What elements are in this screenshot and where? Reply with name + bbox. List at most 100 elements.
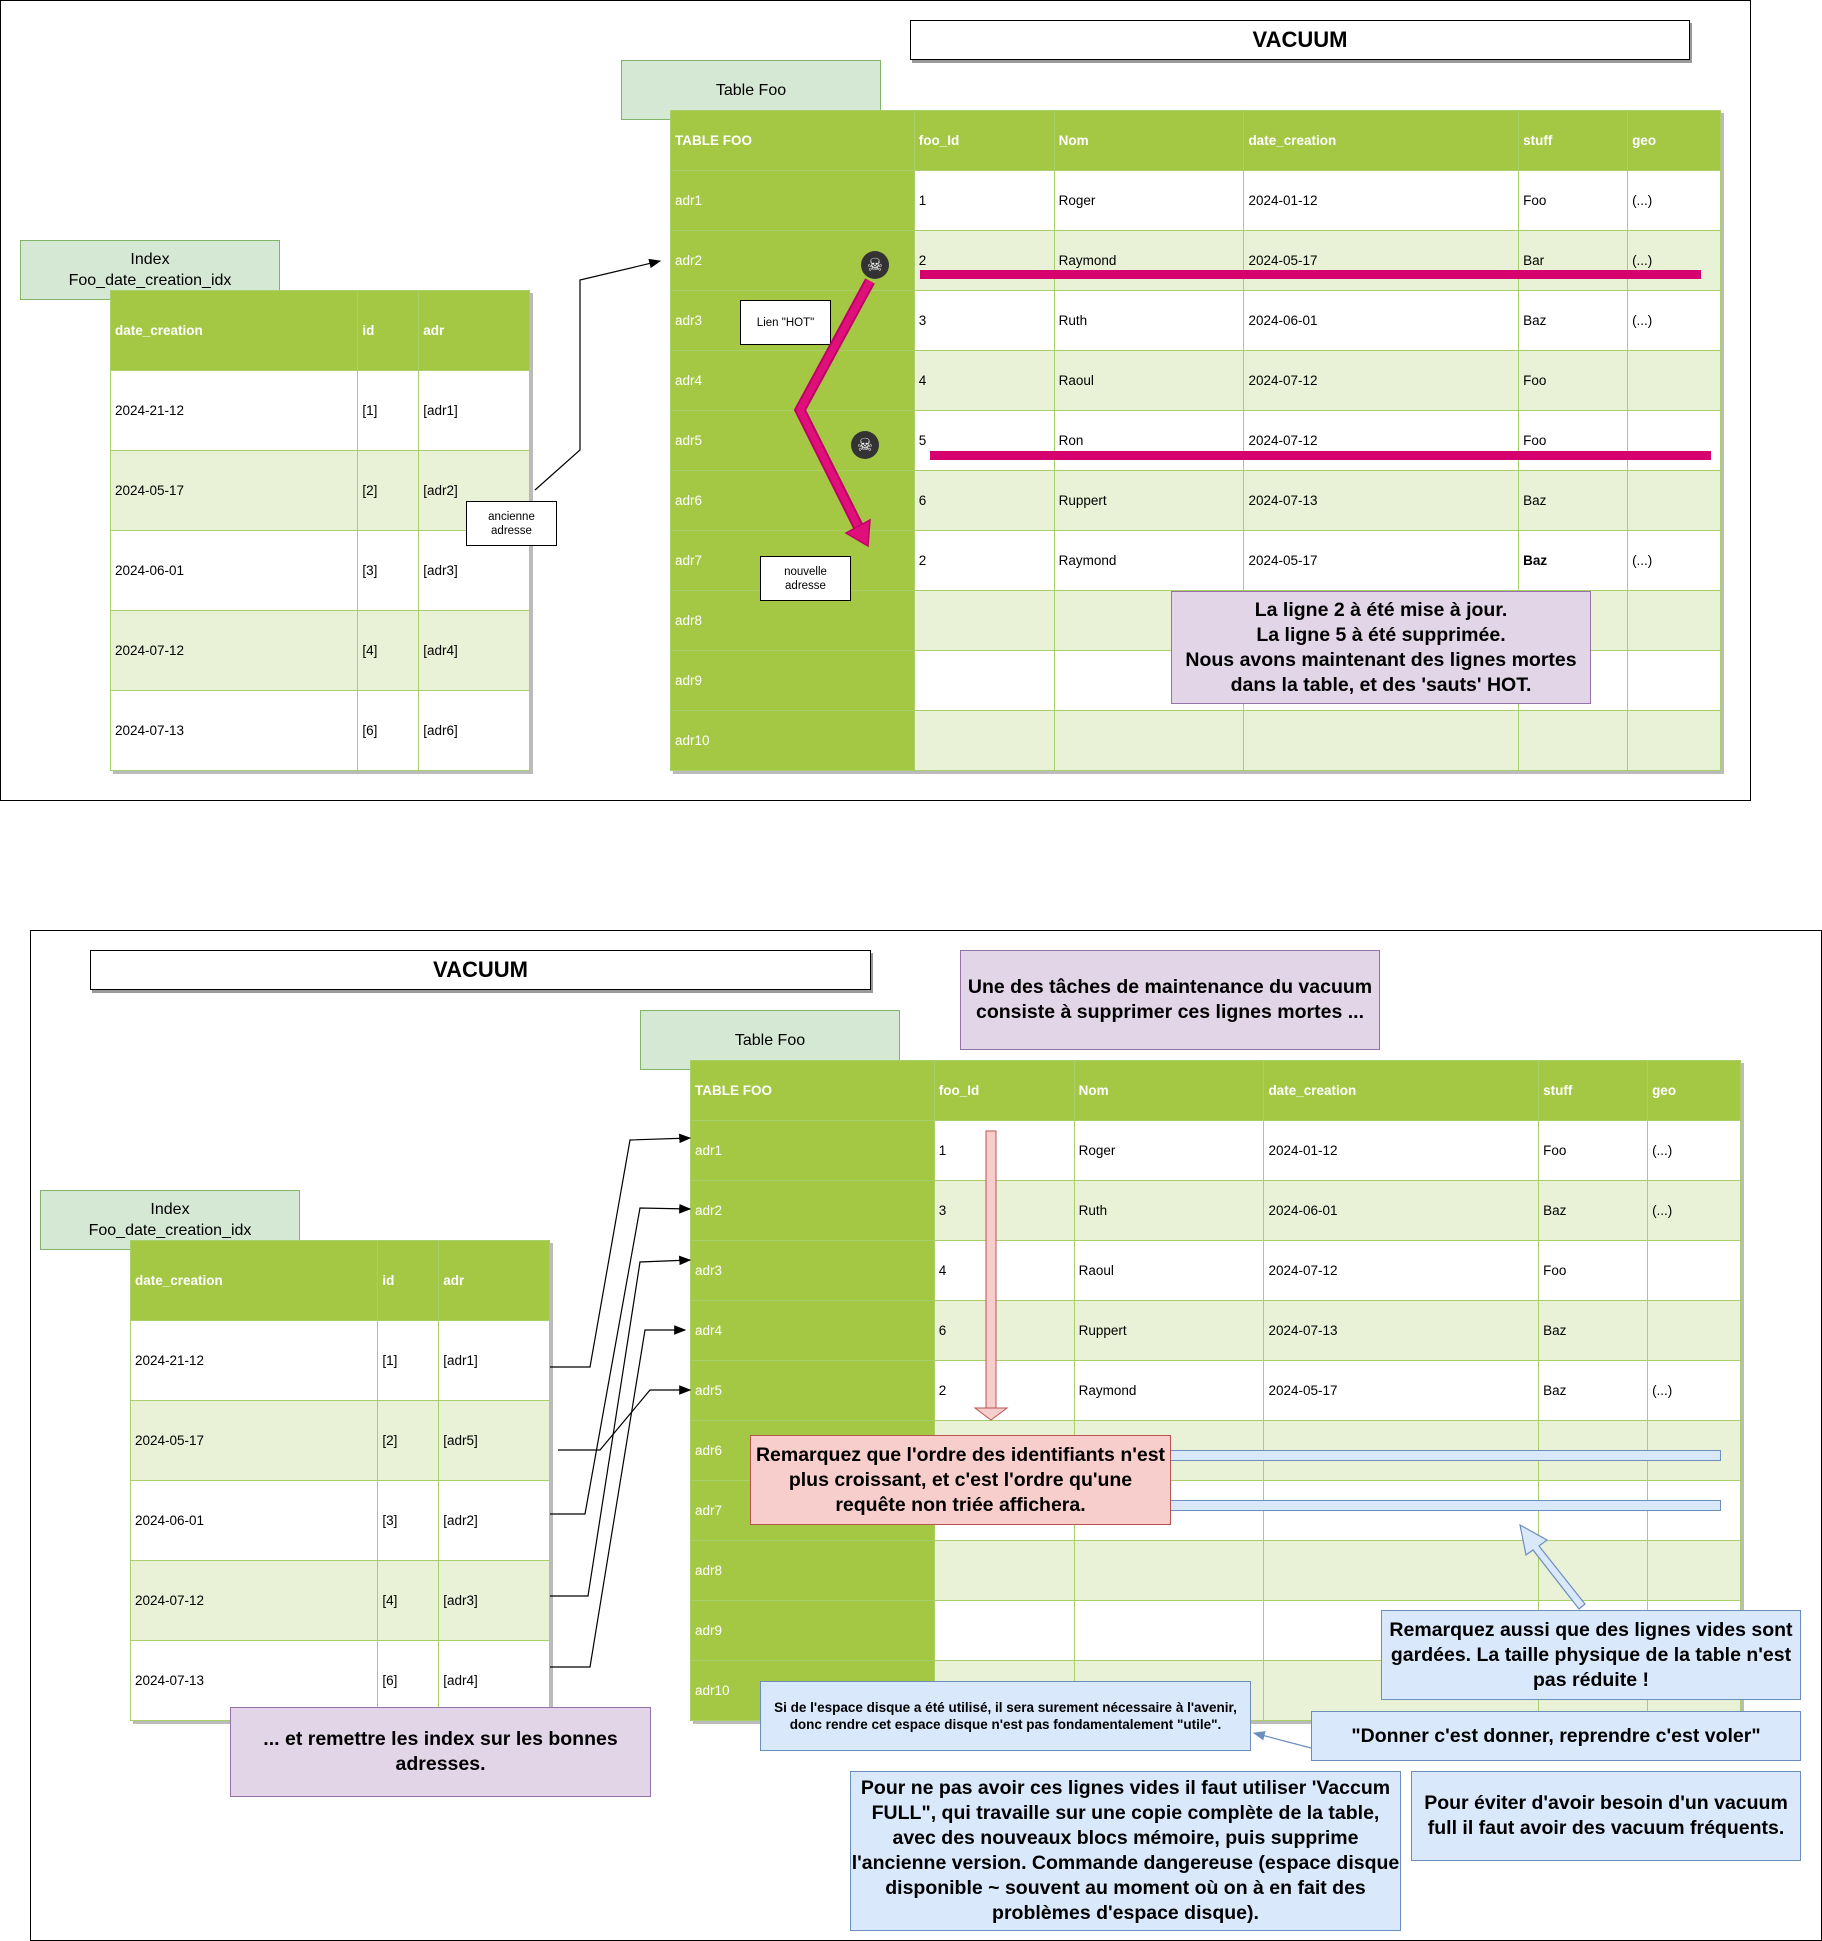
table-cell: [adr1] [438, 1320, 550, 1401]
column-header: foo_Id [913, 110, 1055, 171]
table-cell: [adr6] [418, 690, 530, 771]
table-cell: [6] [357, 690, 420, 771]
table-cell [1073, 1600, 1265, 1661]
bottom-index-arrow-4 [550, 1255, 692, 1597]
skull-icon: ☠ [861, 251, 889, 279]
table-cell [1647, 1300, 1741, 1361]
table-cell: 3 [913, 290, 1055, 351]
table-cell [933, 1540, 1075, 1601]
table-cell: [2] [377, 1400, 440, 1481]
table-cell: 2024-06-01 [109, 530, 359, 611]
table-cell [913, 590, 1055, 651]
column-header: date_creation [109, 290, 359, 371]
table-cell: adr5 [670, 410, 915, 471]
table-row: 2024-07-13[6][adr6] [109, 690, 530, 771]
table-cell: adr9 [690, 1600, 935, 1661]
column-header: date_creation [129, 1240, 379, 1321]
table-row: 2024-07-12[4][adr3] [129, 1560, 550, 1641]
table-cell: 2024-05-17 [109, 450, 359, 531]
table-cell: Roger [1053, 170, 1245, 231]
table-cell: (...) [1647, 1180, 1741, 1241]
table-cell: adr8 [690, 1540, 935, 1601]
order-note: Remarquez que l'ordre des identifiants n… [750, 1435, 1171, 1525]
empty-rows-note: Remarquez aussi que des lignes vides son… [1381, 1610, 1801, 1700]
maintenance-note: Une des tâches de maintenance du vacuum … [960, 950, 1380, 1050]
table-cell [1263, 1540, 1540, 1601]
deleted-row-strike-adr5 [930, 451, 1711, 460]
table-row: 2024-06-01[3][adr2] [129, 1480, 550, 1561]
table-cell: 2024-21-12 [129, 1320, 379, 1401]
table-cell [1073, 1540, 1265, 1601]
table-cell: [3] [357, 530, 420, 611]
table-cell [1053, 710, 1245, 771]
table-cell: Ruppert [1073, 1300, 1265, 1361]
table-cell: [4] [377, 1560, 440, 1641]
bottom-index-arrow-3 [550, 1203, 692, 1515]
table-cell: (...) [1627, 530, 1721, 591]
table-row: 2024-07-12[4][adr4] [109, 610, 530, 691]
table-cell: Raoul [1073, 1240, 1265, 1301]
table-cell: Bar [1518, 230, 1629, 291]
table-cell: adr5 [690, 1360, 935, 1421]
column-header: geo [1647, 1060, 1741, 1121]
table-cell: Ruth [1053, 290, 1245, 351]
table-cell: 4 [913, 350, 1055, 411]
table-cell: [adr3] [438, 1560, 550, 1641]
column-header: geo [1627, 110, 1721, 171]
bottom-index-arrow-2 [558, 1385, 692, 1451]
table-cell: adr9 [670, 650, 915, 711]
top-index-label-line2: Foo_date_creation_idx [68, 272, 232, 289]
table-cell [1647, 1240, 1741, 1301]
table-cell: (...) [1647, 1360, 1741, 1421]
deleted-row-strike-adr2 [920, 270, 1701, 279]
disk-space-note: Si de l'espace disque a été utilisé, il … [760, 1681, 1251, 1751]
table-cell: adr4 [690, 1300, 935, 1361]
table-cell: Baz [1518, 470, 1629, 531]
column-header: TABLE FOO [690, 1060, 935, 1121]
table-cell [933, 1600, 1075, 1661]
column-header: date_creation [1243, 110, 1520, 171]
table-cell [913, 710, 1055, 771]
table-cell: adr10 [670, 710, 915, 771]
table-cell: Baz [1538, 1360, 1649, 1421]
table-cell: 2024-05-17 [1243, 530, 1520, 591]
table-cell: [2] [357, 450, 420, 531]
table-cell: 2024-05-17 [129, 1400, 379, 1481]
table-cell [1243, 710, 1520, 771]
table-row: 2024-21-12[1][adr1] [129, 1320, 550, 1401]
table-cell: 2024-06-01 [1263, 1180, 1540, 1241]
table-cell [1627, 590, 1721, 651]
table-row: adr8 [690, 1540, 1741, 1601]
empty-rows-pointer-arrow [1519, 1523, 1586, 1610]
table-cell: [1] [357, 370, 420, 451]
table-cell [1627, 410, 1721, 471]
table-cell: [adr2] [438, 1480, 550, 1561]
column-header: Nom [1053, 110, 1245, 171]
table-cell: Foo [1518, 170, 1629, 231]
frequent-vacuum-note: Pour éviter d'avoir besoin d'un vacuum f… [1411, 1771, 1801, 1861]
top-summary-note: La ligne 2 à été mise à jour. La ligne 5… [1171, 591, 1591, 704]
table-cell: 2024-07-13 [1263, 1300, 1540, 1361]
table-cell: Roger [1073, 1120, 1265, 1181]
table-cell: 2024-21-12 [109, 370, 359, 451]
column-header: foo_Id [933, 1060, 1075, 1121]
table-row: 2024-05-17[2][adr5] [129, 1400, 550, 1481]
table-cell: 2024-07-13 [1243, 470, 1520, 531]
table-cell: 2024-01-12 [1263, 1120, 1540, 1181]
table-cell: Baz [1538, 1300, 1649, 1361]
nouvelle-adresse-label: nouvelle adresse [760, 556, 851, 601]
table-cell [1627, 350, 1721, 411]
reindex-note: ... et remettre les index sur les bonnes… [230, 1707, 651, 1797]
column-header: adr [418, 290, 530, 371]
bottom-index-label-line2: Foo_date_creation_idx [88, 1222, 252, 1239]
table-cell: adr3 [690, 1240, 935, 1301]
table-cell: (...) [1627, 170, 1721, 231]
column-header: id [357, 290, 420, 371]
top-title: VACUUM [910, 20, 1690, 60]
